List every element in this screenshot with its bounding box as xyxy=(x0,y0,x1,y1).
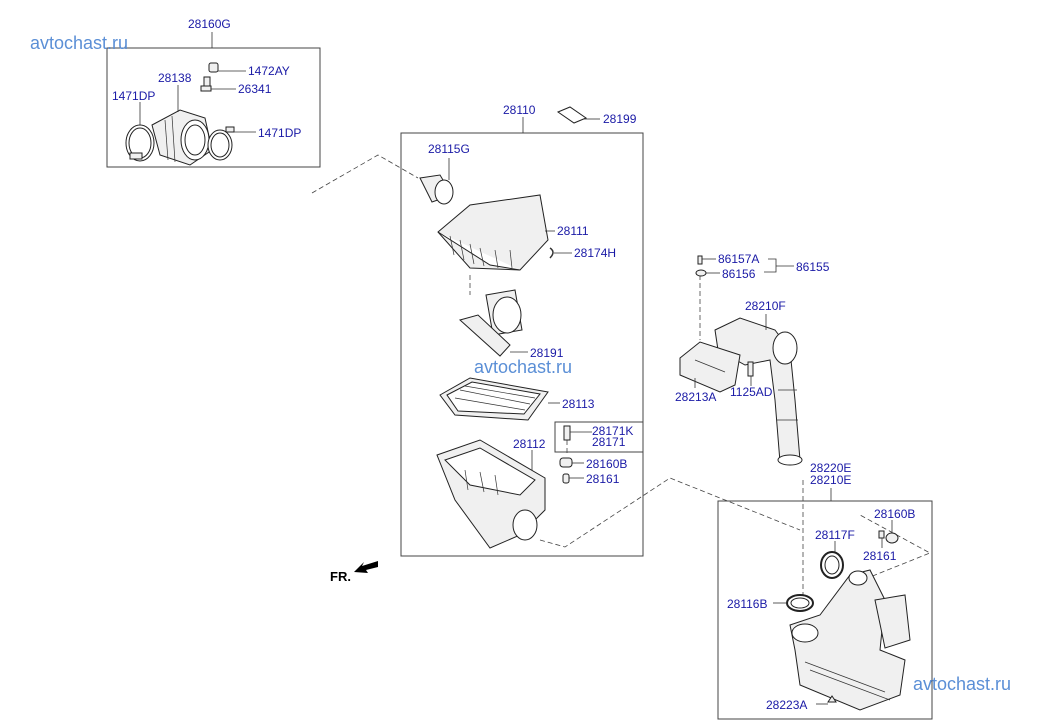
throttle-body-28138[interactable] xyxy=(151,109,213,166)
clamp-1471DP-right[interactable] xyxy=(207,126,235,161)
sensor-26341[interactable] xyxy=(200,76,212,92)
group-box-28110 xyxy=(400,132,644,557)
sensor-1472AY[interactable] xyxy=(208,62,219,73)
label-86155[interactable]: 86155 xyxy=(796,260,830,274)
label-28210F[interactable]: 28210F xyxy=(745,299,786,313)
label-28161-b[interactable]: 28161 xyxy=(863,549,897,563)
label-1472AY[interactable]: 1472AY xyxy=(248,64,290,78)
front-direction-label: FR. xyxy=(330,569,351,584)
group-box-28160G xyxy=(106,47,321,168)
screw-86157A[interactable] xyxy=(697,255,703,265)
watermark-bottom-right: avtochast.ru xyxy=(913,674,1011,694)
label-28112[interactable]: 28112 xyxy=(513,437,546,451)
grommet-28160B-b[interactable] xyxy=(885,532,899,544)
air-filter-element-28113[interactable] xyxy=(439,377,549,421)
front-arrow-icon xyxy=(354,561,378,573)
group-label-28210E[interactable]: 28210E xyxy=(810,473,851,487)
label-28117F[interactable]: 28117F xyxy=(815,528,855,542)
resonator-28191[interactable] xyxy=(458,289,523,357)
label-28160B-a[interactable]: 28160B xyxy=(586,457,627,471)
seal-28117F[interactable] xyxy=(820,551,844,579)
group-label-28220E[interactable]: 28220E xyxy=(810,461,851,475)
label-1471DP-left[interactable]: 1471DP xyxy=(112,89,155,103)
clip-28174H[interactable] xyxy=(549,247,554,259)
label-28111[interactable]: 28111 xyxy=(557,224,589,238)
watermark-top-left: avtochast.ru xyxy=(30,33,128,53)
group-box-28210E xyxy=(717,500,933,720)
seal-28116B[interactable] xyxy=(786,594,814,612)
washer-86156[interactable] xyxy=(695,269,707,277)
label-28161-a[interactable]: 28161 xyxy=(586,472,620,486)
label-28138[interactable]: 28138 xyxy=(158,71,192,85)
connection-line-clamp xyxy=(849,514,931,586)
air-cleaner-body-28112[interactable] xyxy=(436,439,546,549)
bolt-1125AD[interactable] xyxy=(747,361,754,377)
label-28115G[interactable]: 28115G xyxy=(428,142,470,156)
air-cleaner-cover-28111[interactable] xyxy=(437,194,549,271)
label-card-28199[interactable] xyxy=(556,106,588,124)
label-28213A[interactable]: 28213A xyxy=(675,390,716,404)
connection-line-intake xyxy=(539,477,801,548)
label-86157A[interactable]: 86157A xyxy=(718,252,759,266)
group-label-28171[interactable]: 28171 xyxy=(592,435,626,449)
label-86156[interactable]: 86156 xyxy=(722,267,756,281)
label-28199[interactable]: 28199 xyxy=(603,112,637,126)
label-28113[interactable]: 28113 xyxy=(562,397,595,411)
group-label-28110[interactable]: 28110 xyxy=(503,103,536,117)
duct-28115G[interactable] xyxy=(419,174,454,205)
group-label-28160G[interactable]: 28160G xyxy=(188,17,231,31)
label-1471DP-right[interactable]: 1471DP xyxy=(258,126,301,140)
grommet-28160B[interactable] xyxy=(559,457,573,468)
label-28160B-b[interactable]: 28160B xyxy=(874,507,915,521)
clamp-1471DP-left[interactable] xyxy=(125,124,155,162)
label-28191[interactable]: 28191 xyxy=(530,346,564,360)
bolt-28171[interactable] xyxy=(563,425,571,441)
collar-28161[interactable] xyxy=(562,473,570,484)
collar-28161-b[interactable] xyxy=(878,530,885,539)
group-label-28171K[interactable]: 28171K xyxy=(592,424,633,438)
resonator-housing[interactable] xyxy=(789,569,911,711)
label-1125AD[interactable]: 1125AD xyxy=(730,385,773,399)
label-28174H[interactable]: 28174H xyxy=(574,246,616,260)
clip-28223A[interactable] xyxy=(827,695,837,703)
connection-line-throttle xyxy=(311,154,419,194)
label-26341[interactable]: 26341 xyxy=(238,82,272,96)
label-28116B[interactable]: 28116B xyxy=(727,597,767,611)
label-28223A[interactable]: 28223A xyxy=(766,698,807,712)
watermark-center: avtochast.ru xyxy=(474,357,572,377)
